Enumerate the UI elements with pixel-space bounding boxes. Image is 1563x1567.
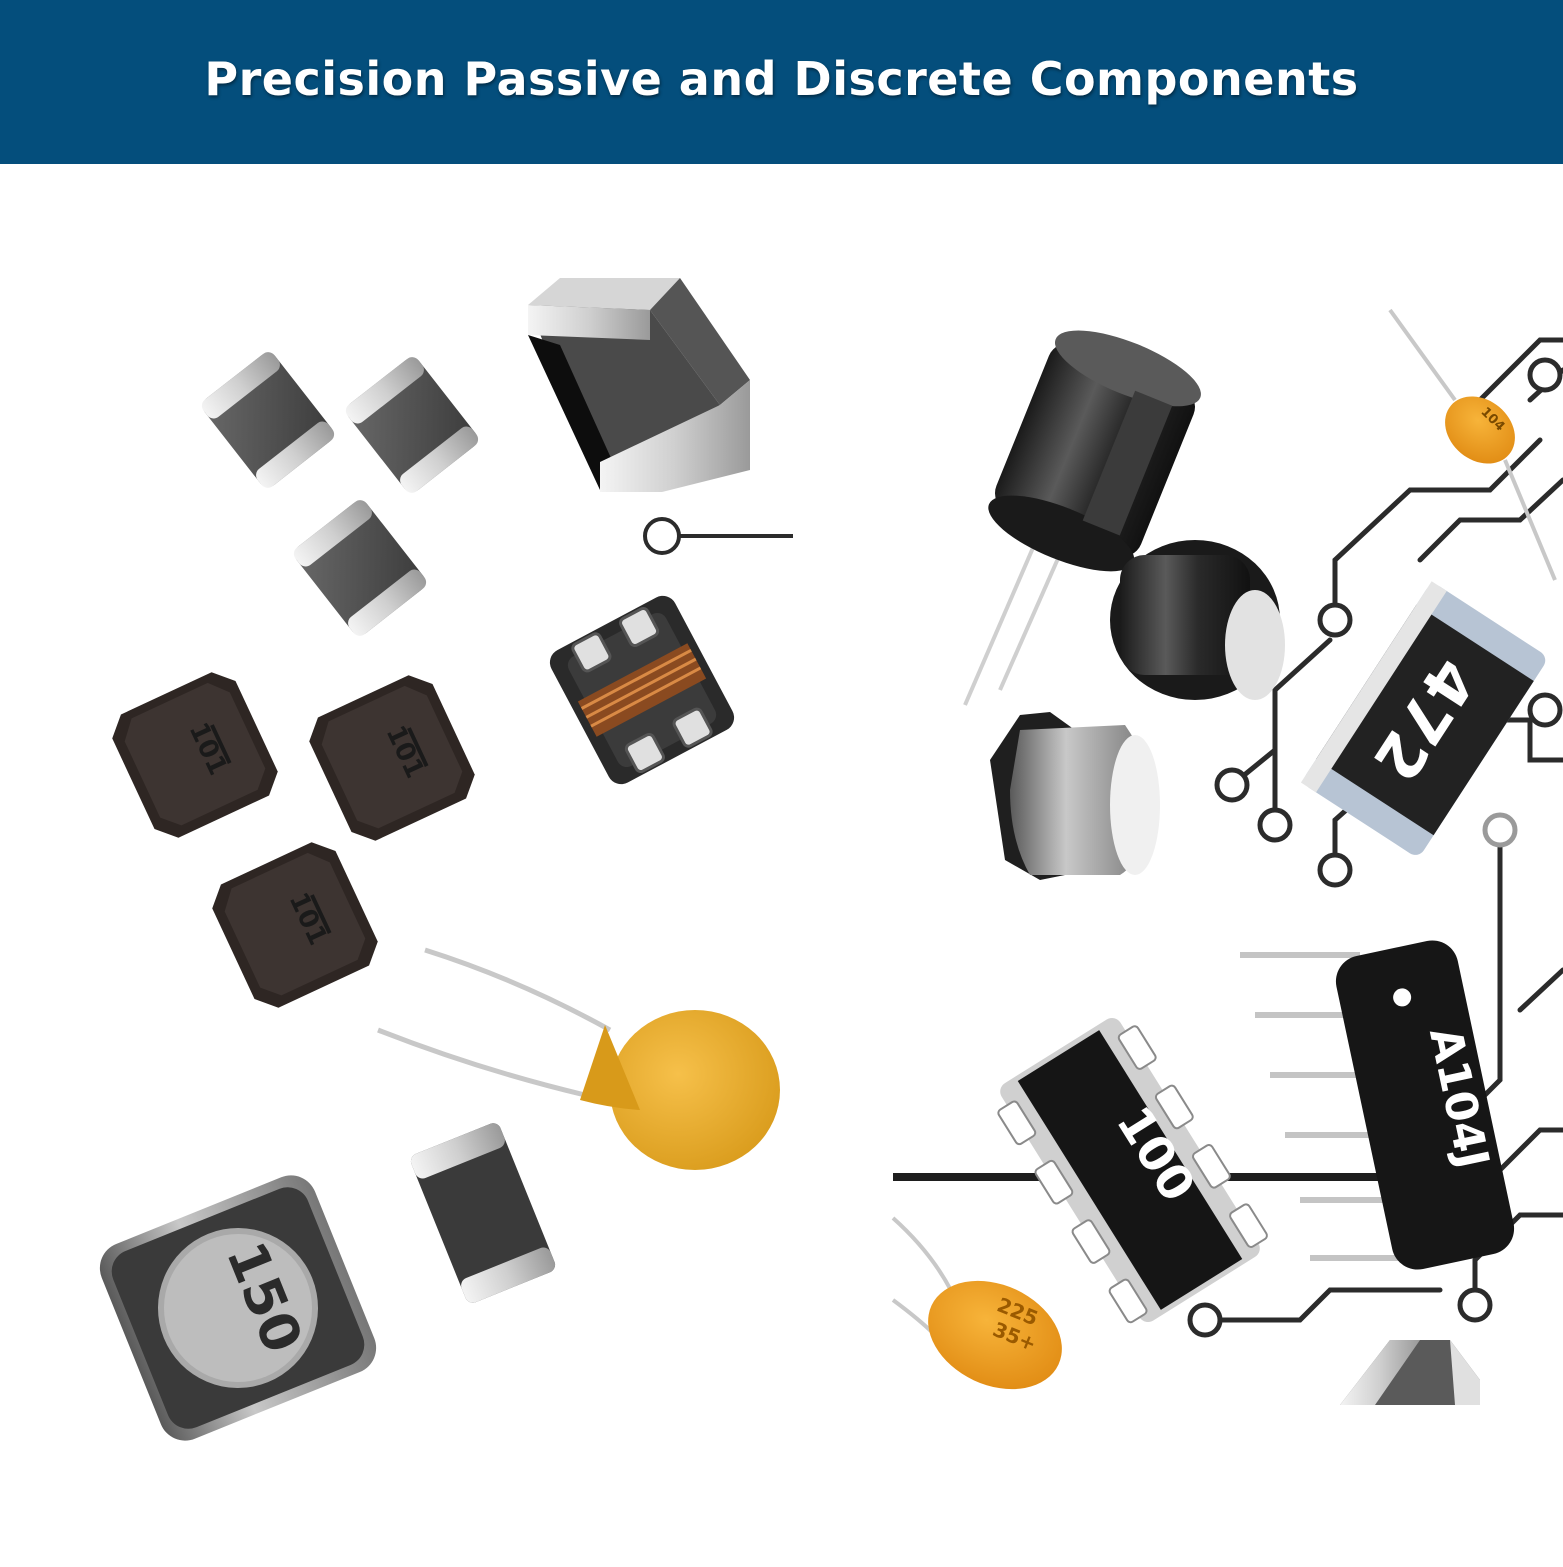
power-inductor-2: 101 (309, 675, 475, 841)
chip-component-partial (1340, 1340, 1480, 1405)
chip-capacitor-1 (201, 352, 335, 488)
pcb-pad-left (643, 517, 793, 555)
electrolytic-capacitor-smd (1110, 540, 1285, 700)
common-mode-choke (549, 595, 735, 785)
header-banner: Precision Passive and Discrete Component… (0, 0, 1563, 164)
shielded-inductor: 150 (99, 1175, 377, 1441)
chip-capacitor-3 (293, 500, 427, 636)
electrolytic-capacitor-radial (963, 330, 1201, 706)
components-illustration: 101 101 101 150 (99, 278, 1563, 1441)
components-image: 101 101 101 150 (0, 164, 1563, 1563)
page-title: Precision Passive and Discrete Component… (204, 52, 1359, 106)
power-inductor-3: 101 (212, 842, 378, 1008)
sip-resistor-network: A104J (1240, 940, 1515, 1270)
chip-resistor: 472 (1300, 581, 1546, 855)
pcb-pads (1187, 357, 1563, 1338)
chip-capacitor-large (528, 278, 750, 492)
tantalum-capacitor: 225 35+ (891, 1216, 1062, 1390)
disc-capacitor (377, 947, 780, 1170)
resistor-array: 100 (997, 1017, 1268, 1324)
power-inductor-1: 101 (112, 672, 278, 838)
aluminium-smd-capacitor (990, 712, 1160, 880)
chip-capacitor-2 (345, 357, 479, 493)
chip-capacitor-small (410, 1123, 556, 1303)
